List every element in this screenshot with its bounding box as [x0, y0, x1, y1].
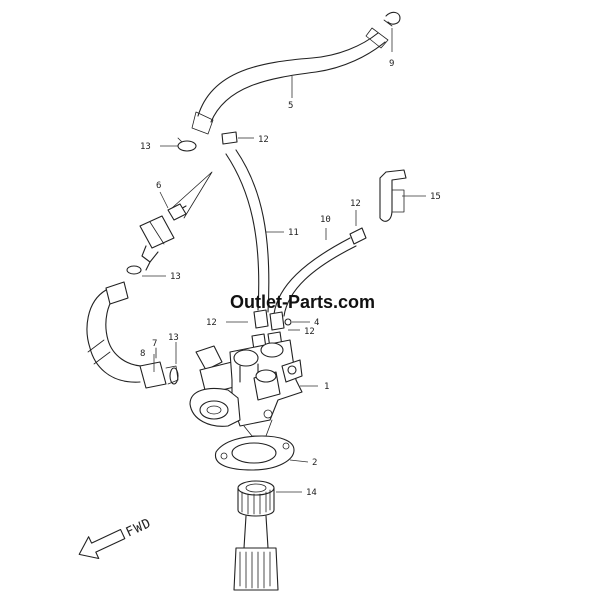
- clip-part-9: [383, 11, 401, 27]
- clip-part-13-lower: [169, 367, 179, 385]
- oil-pump-part-1: [189, 339, 303, 437]
- label-part-11: 11: [288, 228, 299, 238]
- filter-pointer-lines: [171, 171, 213, 219]
- label-part-7: 7: [152, 339, 157, 349]
- label-part-12-right: 12: [350, 199, 361, 209]
- label-part-8: 8: [140, 349, 145, 359]
- hose-part-5: [191, 27, 389, 135]
- label-part-12-lower: 12: [304, 327, 315, 337]
- label-part-9: 9: [389, 59, 394, 69]
- label-part-13-upper: 13: [140, 142, 151, 152]
- label-part-1: 1: [324, 382, 329, 392]
- clip-part-13-upper: [177, 137, 197, 152]
- label-part-12-left: 12: [206, 318, 217, 328]
- leader-lines: [142, 28, 426, 493]
- label-part-5: 5: [288, 101, 293, 111]
- hose-part-10: [273, 227, 367, 317]
- label-part-14: 14: [306, 488, 317, 498]
- label-part-15: 15: [430, 192, 441, 202]
- label-part-13-middle: 13: [170, 272, 181, 282]
- gasket-part-2: [215, 435, 295, 471]
- label-part-2: 2: [312, 458, 317, 468]
- label-part-4: 4: [314, 318, 319, 328]
- fwd-arrow-icon: [78, 529, 126, 560]
- label-part-10: 10: [320, 215, 331, 225]
- joint-part-12-top: [221, 131, 238, 145]
- label-part-13-lower: 13: [168, 333, 179, 343]
- hose-part-8: [86, 281, 179, 389]
- fwd-label: FWD: [124, 516, 154, 541]
- watermark-text: Outlet-Parts.com: [230, 292, 375, 312]
- fwd-direction-indicator: FWD: [78, 516, 154, 560]
- label-part-6: 6: [156, 181, 161, 191]
- part-number-labels: 9 5 12 13 6 11 10 12 15 13 12 4 12 13 7 …: [140, 59, 441, 498]
- hose-part-11: [225, 149, 270, 313]
- drive-gear-part-14: [233, 480, 279, 591]
- label-part-12-top: 12: [258, 135, 269, 145]
- bracket-part-15: [379, 169, 407, 222]
- filter-part-6: [139, 203, 187, 271]
- clip-part-13-middle: [126, 265, 142, 275]
